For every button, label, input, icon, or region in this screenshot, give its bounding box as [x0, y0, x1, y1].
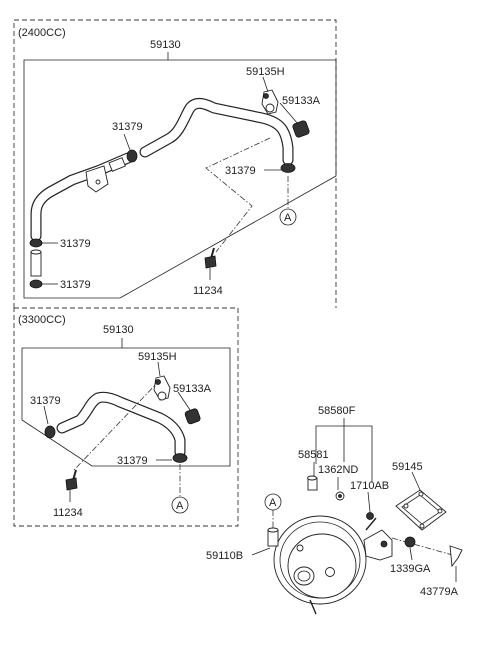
booster-ref-circle — [264, 493, 282, 511]
top-pipe-bracket — [85, 165, 109, 193]
bot-label-11234: 11234 — [53, 507, 83, 519]
brake-booster-group: 58580F 58581 1362ND 1710AB — [206, 405, 463, 615]
booster-label-1362nd: 1362ND — [318, 464, 358, 476]
top-ref-circle — [279, 208, 297, 226]
bot-bolt-11234 — [65, 469, 78, 491]
booster-pin-58581 — [307, 475, 318, 491]
bot-clamp-31379-b — [172, 453, 188, 463]
booster-washer-1362nd — [335, 491, 345, 501]
bot-label-59135h: 59135H — [138, 351, 177, 363]
bot-ref-label: A — [176, 500, 184, 512]
bot-label-31379-b: 31379 — [117, 455, 148, 467]
booster-ref-label: A — [269, 497, 277, 509]
bot-clamp-31379-a — [44, 425, 56, 439]
section-2400cc: (2400CC) 59130 — [13, 19, 337, 308]
top-grommet-59133a — [292, 120, 310, 138]
booster-body-59110b — [267, 515, 393, 615]
top-short-hose — [30, 249, 42, 277]
top-label-31379-d: 31379 — [60, 279, 91, 291]
top-label-31379-c: 31379 — [60, 238, 91, 250]
top-clamp-31379-a — [126, 149, 138, 163]
top-label-59133a: 59133A — [282, 95, 321, 107]
top-clamp-31379-c — [29, 238, 43, 248]
booster-label-1339ga: 1339GA — [390, 563, 431, 575]
booster-gasket-59145 — [395, 489, 447, 531]
top-assembly-number: 59130 — [150, 39, 181, 51]
section-2400cc-label: (2400CC) — [18, 27, 66, 39]
section-3300cc-frame — [13, 307, 239, 527]
bot-label-31379-a: 31379 — [30, 395, 61, 407]
bot-grommet-59133a — [184, 408, 201, 425]
top-label-11234: 11234 — [193, 285, 223, 297]
booster-clip-43779a — [449, 545, 463, 568]
top-label-31379-b: 31379 — [225, 165, 256, 177]
top-clamp-31379-d — [29, 279, 43, 289]
bot-fitting-59135h — [153, 375, 171, 401]
top-dashdot-leader — [205, 137, 271, 253]
booster-label-58580f: 58580F — [318, 405, 356, 417]
booster-label-58581: 58581 — [298, 449, 329, 461]
booster-label-59145: 59145 — [392, 461, 423, 473]
bot-vacuum-hose — [56, 391, 186, 458]
bot-ref-circle — [171, 496, 189, 514]
top-vacuum-hose — [30, 97, 294, 242]
booster-label-1710ab: 1710AB — [350, 480, 389, 492]
top-label-59135h: 59135H — [246, 66, 285, 78]
section-3300cc: (3300CC) 59130 A 5913 — [13, 307, 239, 527]
top-label-31379-a: 31379 — [112, 121, 143, 133]
bot-label-59133a: 59133A — [173, 383, 212, 395]
bot-assembly-number: 59130 — [103, 324, 134, 336]
bot-assembly-outline — [21, 347, 231, 467]
top-bolt-11234 — [204, 247, 217, 269]
top-clamp-31379-b — [280, 163, 296, 173]
booster-label-59110b: 59110B — [206, 550, 243, 562]
bot-dashdot-leader — [73, 379, 161, 471]
section-3300cc-label: (3300CC) — [18, 314, 66, 326]
top-fitting-59135h — [261, 89, 279, 115]
booster-nut-1710ab — [366, 512, 374, 520]
top-ref-label: A — [284, 212, 292, 224]
booster-label-43779a: 43779A — [420, 586, 459, 598]
